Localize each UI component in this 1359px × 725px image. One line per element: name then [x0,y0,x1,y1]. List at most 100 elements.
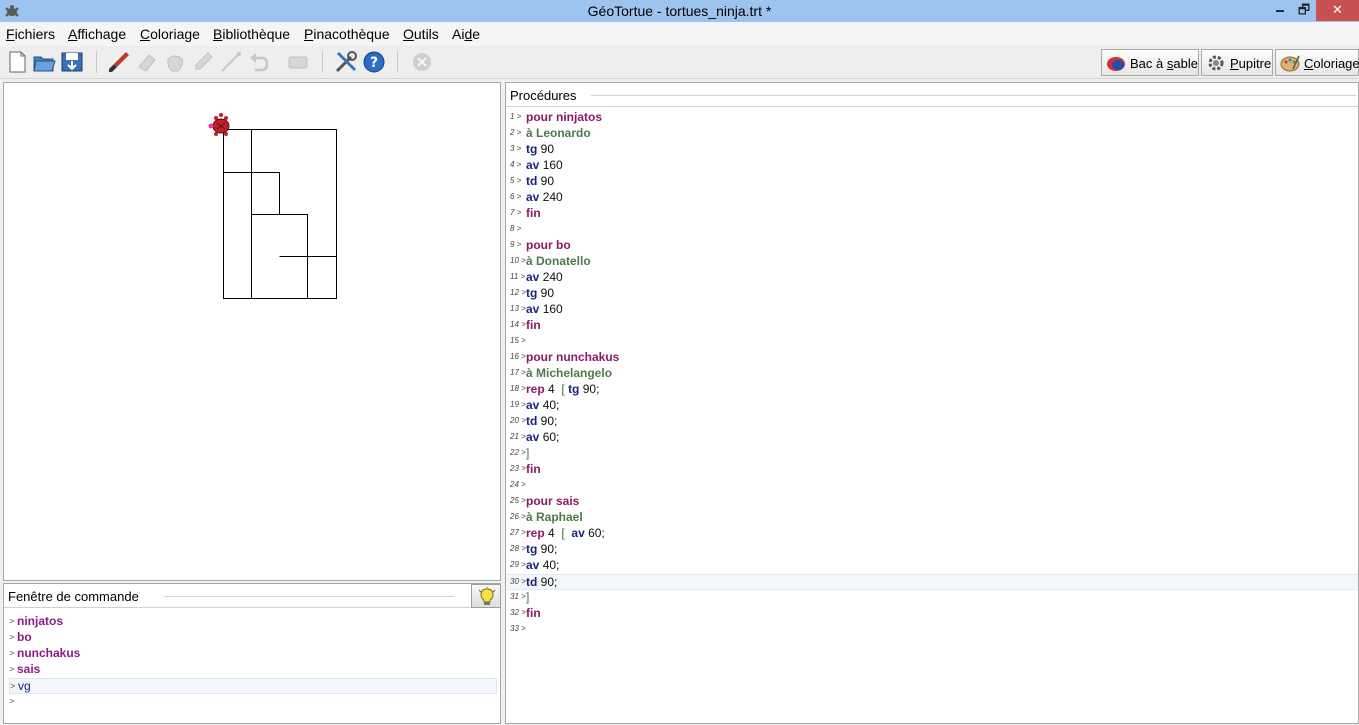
line-number: 30 > [510,577,526,586]
code-line[interactable]: 5 >td 90 [506,174,1358,190]
code-line[interactable]: 4 >av 160 [506,158,1358,174]
command-history-item: >sais [9,662,497,678]
code-line[interactable]: 14 >fin [506,318,1358,334]
minimize-button[interactable]: 🗕 [1275,2,1285,17]
code-line[interactable]: 10 >à Donatello [506,254,1358,270]
pupitre-mode-button[interactable]: Pupitre [1201,49,1273,76]
line-number: 27 > [510,528,526,537]
line-number: 25 > [510,496,526,505]
code-line[interactable]: 21 >av 60; [506,430,1358,446]
command-window-header: Fenêtre de commande [4,584,501,608]
menu-pinacotheque[interactable]: Pinacothèque [304,26,390,42]
command-input[interactable]: >vg [9,678,497,694]
menu-fichiers[interactable]: Fichiers [6,26,56,42]
toolbar-separator [322,51,323,73]
undo-hand-icon[interactable] [162,49,188,75]
code-text: ] [526,590,530,604]
line-number: 32 > [510,608,526,617]
procedures-title: Procédures [510,88,577,103]
code-text: pour bo [526,238,571,252]
menu-bibliotheque[interactable]: Bibliothèque [213,26,291,42]
new-file-icon[interactable] [4,49,30,75]
palette-icon [1280,55,1300,72]
save-icon[interactable] [59,49,85,75]
code-line[interactable]: 13 >av 160 [506,302,1358,318]
code-line[interactable]: 15 > [506,334,1358,350]
code-text: rep 4 [ av 60; [526,526,605,540]
drawing-canvas[interactable] [3,82,501,581]
command-text: nunchakus [17,646,81,660]
gear-icon [1208,55,1224,71]
sandbox-mode-button[interactable]: Bac à sable [1101,49,1199,76]
prompt-symbol: > [10,681,16,691]
command-text: ninjatos [17,614,64,628]
code-line[interactable]: 3 >tg 90 [506,142,1358,158]
open-folder-icon[interactable] [31,49,57,75]
menu-outils[interactable]: Outils [403,26,439,42]
code-line[interactable]: 28 >tg 90; [506,542,1358,558]
turtle-icon[interactable] [208,113,230,136]
code-line[interactable]: 31 >] [506,590,1358,606]
line-number: 22 > [510,448,526,457]
code-line[interactable]: 2 >à Leonardo [506,126,1358,142]
tools-icon[interactable] [333,49,359,75]
code-line[interactable]: 25 >pour sais [506,494,1358,510]
code-line[interactable]: 27 >rep 4 [ av 60; [506,526,1358,542]
stop-icon[interactable] [409,49,435,75]
sandbox-mode-label: Bac à sable [1130,56,1198,71]
menu-affichage[interactable]: Affichage [68,26,127,42]
code-line[interactable]: 17 >à Michelangelo [506,366,1358,382]
code-text: td 90; [526,414,558,428]
coloriage-mode-button[interactable]: Coloriage [1275,49,1359,76]
code-line[interactable]: 19 >av 40; [506,398,1358,414]
code-line[interactable]: 24 > [506,478,1358,494]
prompt-symbol: > [9,696,15,706]
line-number: 23 > [510,464,526,473]
code-line[interactable]: 22 >] [506,446,1358,462]
code-line[interactable]: 18 >rep 4 [ tg 90; [506,382,1358,398]
undo-arrow-icon[interactable] [246,49,272,75]
code-line[interactable]: 12 >tg 90 [506,286,1358,302]
code-line[interactable]: 11 >av 240 [506,270,1358,286]
code-line[interactable]: 23 >fin [506,462,1358,478]
code-line[interactable]: 20 >td 90; [506,414,1358,430]
close-button[interactable]: ✕ [1316,0,1359,21]
code-line[interactable]: 16 >pour nunchakus [506,350,1358,366]
header-rule [591,95,1356,96]
code-text: fin [526,462,541,476]
command-history-item: >ninjatos [9,614,497,630]
eraser-icon[interactable] [134,49,160,75]
turtle-app-icon [5,5,19,17]
menu-bar: Fichiers Affichage Coloriage Bibliothèque Pi… [0,22,1359,46]
line-number: 33 > [510,624,526,633]
code-line[interactable]: 32 >fin [506,606,1358,622]
code-line[interactable]: 7 >fin [506,206,1358,222]
line-number: 8 > [510,224,522,233]
pen-icon[interactable] [218,49,244,75]
code-line[interactable]: 33 > [506,622,1358,638]
maximize-button[interactable]: 🗗 [1297,2,1311,17]
line-number: 11 > [510,272,526,281]
code-line[interactable]: 29 >av 40; [506,558,1358,574]
code-text: à Michelangelo [526,366,613,380]
pipette-icon[interactable] [190,49,216,75]
menu-coloriage[interactable]: Coloriage [140,26,200,42]
code-text: av 240 [526,270,563,284]
code-text: av 240 [526,190,563,204]
eraser-block-icon[interactable] [285,49,311,75]
help-icon[interactable]: ? [361,49,387,75]
paintbrush-icon[interactable] [106,49,132,75]
command-window: Fenêtre de commande >ninjatos>bo>nunchak… [3,583,501,724]
svg-text:?: ? [370,55,378,71]
code-line[interactable]: 1 >pour ninjatos [506,110,1358,126]
procedures-header: Procédures [506,83,1358,107]
code-line[interactable]: 26 >à Raphael [506,510,1358,526]
code-line[interactable]: 8 > [506,222,1358,238]
code-line[interactable]: 30 >td 90; [506,574,1358,590]
hint-button[interactable] [471,584,501,608]
code-line[interactable]: 9 >pour bo [506,238,1358,254]
prompt-symbol: > [9,616,15,626]
code-line[interactable]: 6 >av 240 [506,190,1358,206]
menu-aide[interactable]: Aide [452,26,481,42]
